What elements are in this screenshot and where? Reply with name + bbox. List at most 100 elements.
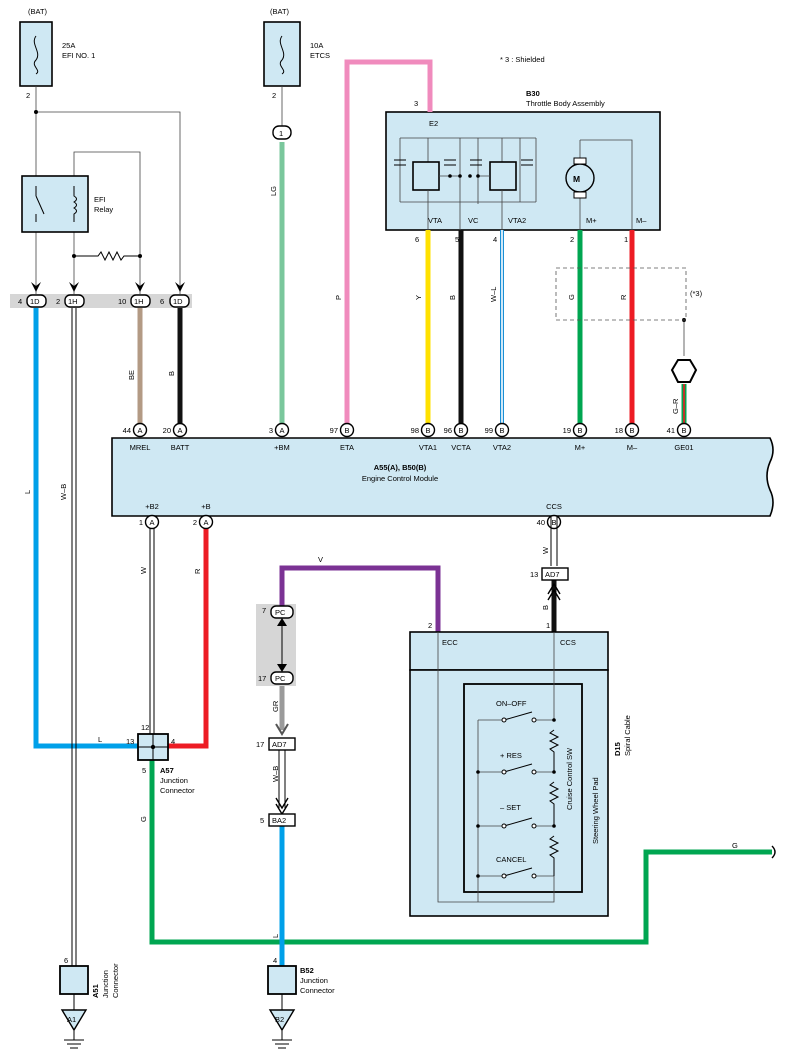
fuse-efi-source: (BAT) [28,7,48,16]
b52-code: B52 [300,966,314,975]
throttle-pin-1: 1 [624,235,628,244]
conn-1h-a: 1H [68,297,78,306]
conn-ad7-top: AD7 [545,570,560,579]
ecm-top-pins: A44MRELA20BATTA3+BMB97ETAB98VTA1B96VCTAB… [123,422,694,452]
throttle-name: Throttle Body Assembly [526,99,605,108]
ecm-pin-bottom-1: A2+B [193,502,214,530]
svg-text:L: L [23,490,32,494]
wire-p [344,59,433,424]
sensor-vta2-icon [489,161,517,191]
svg-text:6: 6 [160,297,164,306]
fuse-etcs-name: ETCS [310,51,330,60]
svg-text:BATT: BATT [171,443,190,452]
top-wire-labels: LG P Y B W–L G R BE B G–R [127,186,680,414]
throttle-pin-5: 5 [455,235,459,244]
svg-text:A: A [279,426,284,435]
throttle-e2-label: E2 [429,119,438,128]
svg-text:17: 17 [258,674,266,683]
svg-text:B: B [551,518,556,527]
throttle-code: B30 [526,89,540,98]
top-wires [137,59,687,424]
svg-text:4: 4 [18,297,22,306]
steering-wheel-pad-label: Steering Wheel Pad [591,777,600,844]
svg-text:Spiral Cable: Spiral Cable [623,715,632,756]
svg-text:12: 12 [141,723,149,732]
svg-text:M+: M+ [575,443,586,452]
spiral-cable-d15: 2 1 ECC CCS D15 Spiral Cable Steering Wh… [409,621,632,917]
fuse-etcs-rating: 10A [310,41,323,50]
svg-text:L: L [271,934,280,938]
svg-text:A: A [203,518,208,527]
lower-wire-labels: L W–B W R L G V W B GR W–B L G [23,484,738,938]
svg-text:A: A [177,426,182,435]
relay-circuit-lines [34,86,181,294]
middle-wires [275,516,561,966]
svg-text:ETA: ETA [340,443,354,452]
label-g-m: G [567,294,576,300]
svg-text:A1: A1 [67,1015,76,1024]
cruise-control-switch [463,683,583,893]
svg-text:VCTA: VCTA [451,443,470,452]
wire-v [279,565,441,632]
svg-text:GR: GR [271,700,280,712]
svg-text:B: B [425,426,430,435]
junction-b52: 4 B52 Junction Connector B2 [267,956,335,1049]
svg-text:ON–OFF: ON–OFF [496,699,527,708]
fuse-icon [33,35,39,75]
etcs-plug-connector: 1 [272,125,292,140]
svg-text:W: W [541,546,550,554]
svg-text:Connector: Connector [111,963,120,998]
ecm-pin-bottom-0: A1+B2 [139,502,160,530]
svg-text:CCS: CCS [546,502,562,511]
throttle-pin-4: 4 [493,235,497,244]
svg-text:1: 1 [546,621,550,630]
svg-text:W–B: W–B [59,484,68,500]
throttle-term-mminus: M– [636,216,647,225]
svg-text:+ RES: + RES [500,751,522,760]
svg-text:17: 17 [256,740,264,749]
wire-g-main [149,760,772,945]
ecm-name: Engine Control Module [362,474,438,483]
svg-text:B: B [681,426,686,435]
svg-text:98: 98 [411,426,419,435]
svg-text:CCS: CCS [560,638,576,647]
svg-text:5: 5 [142,766,146,775]
throttle-e2-pin: 3 [414,99,418,108]
svg-text:6: 6 [64,956,68,965]
svg-text:13: 13 [126,737,134,746]
svg-text:W–B: W–B [271,766,280,782]
relay-sub: Relay [94,205,113,214]
conn-1d-b: 1D [173,297,183,306]
spiral-code: D15 [613,742,622,756]
svg-text:B: B [577,426,582,435]
svg-text:B: B [499,426,504,435]
svg-text:2: 2 [56,297,60,306]
svg-text:4: 4 [273,956,277,965]
label-y: Y [414,295,423,300]
svg-text:+BM: +BM [274,443,290,452]
label-wl: W–L [489,287,498,302]
throttle-pin-6: 6 [415,235,419,244]
svg-text:B2: B2 [275,1015,284,1024]
fuse-efi-pin: 2 [26,91,30,100]
shield-box [555,267,687,321]
ecm-code: A55(A), B50(B) [374,463,427,472]
shield-label: (*3) [690,289,703,298]
label-lg: LG [269,186,278,196]
ground-a1-icon [60,1009,88,1032]
svg-text:7: 7 [262,606,266,615]
svg-text:L: L [98,735,102,744]
junction-a57: 12 13 4 5 A57 Junction Connector [126,723,195,795]
svg-text:V: V [318,555,323,564]
svg-text:M–: M– [627,443,638,452]
svg-text:2: 2 [428,621,432,630]
svg-text:+B: +B [201,502,210,511]
svg-text:B: B [344,426,349,435]
svg-text:G: G [139,816,148,822]
